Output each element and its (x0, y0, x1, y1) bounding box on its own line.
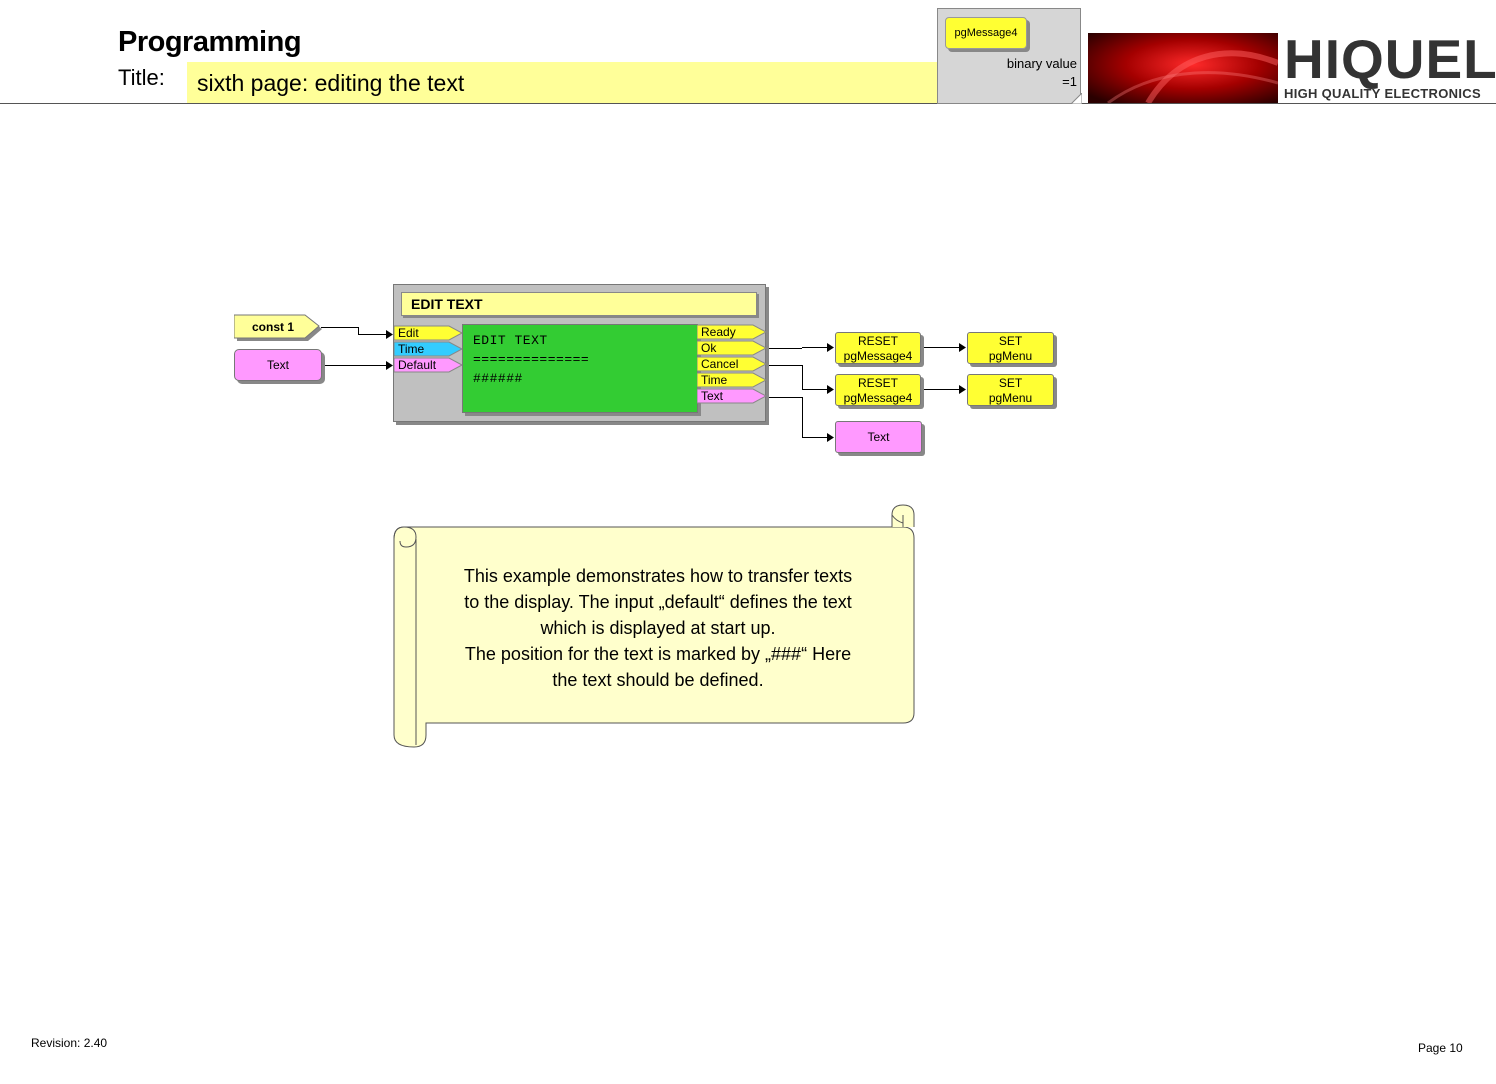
logo-wordmark: HIQUEL (1284, 28, 1496, 90)
info-note: This example demonstrates how to transfe… (425, 563, 891, 693)
reset-target: pgMessage4 (843, 391, 913, 405)
reset-target: pgMessage4 (843, 349, 913, 363)
set-target: pgMenu (988, 349, 1033, 363)
display-preview: EDIT TEXT ============== ###### (462, 324, 698, 413)
wire (325, 365, 391, 366)
page-title: Programming (118, 26, 302, 58)
page-number: Page 10 (1418, 1041, 1463, 1055)
display-line-2: ============== (473, 352, 590, 367)
wire (802, 365, 803, 390)
port-time-in[interactable]: Time (398, 342, 425, 356)
note-line: the text should be defined. (552, 670, 764, 690)
logo-image (1088, 33, 1278, 103)
port-text-out[interactable]: Text (701, 389, 724, 403)
display-line-1: EDIT TEXT (473, 333, 548, 348)
logo-tagline: HIGH QUALITY ELECTRONICS (1284, 86, 1481, 101)
port-cancel[interactable]: Cancel (701, 357, 739, 371)
port-time-out[interactable]: Time (701, 373, 728, 387)
note-line: to the display. The input „default“ defi… (464, 592, 852, 612)
wire (802, 397, 803, 438)
page-variable-value-line1: binary value (1006, 56, 1077, 71)
page-curl-icon (1071, 93, 1082, 104)
wire (768, 397, 802, 398)
revision-label: Revision: 2.40 (31, 1036, 108, 1050)
reset-label: RESET (857, 334, 898, 348)
page-variable-chip[interactable]: pgMessage4 (945, 17, 1027, 49)
text-output-block[interactable]: Text (835, 421, 922, 453)
set-target: pgMenu (988, 391, 1033, 405)
port-ready[interactable]: Ready (701, 325, 736, 339)
title-label: Title: (118, 65, 165, 90)
wire (802, 347, 832, 348)
edit-text-block-title: EDIT TEXT (401, 292, 757, 316)
page-subtitle: sixth page: editing the text (197, 70, 465, 96)
reset-pgmessage4-block-1[interactable]: RESET pgMessage4 (835, 332, 921, 364)
wire (923, 389, 963, 390)
reset-pgmessage4-block-2[interactable]: RESET pgMessage4 (835, 374, 921, 406)
wire (321, 327, 359, 328)
note-line: which is displayed at start up. (540, 618, 776, 638)
port-edit[interactable]: Edit (398, 326, 419, 340)
wire (802, 437, 832, 438)
note-line: The position for the text is marked by „… (464, 644, 852, 664)
port-ok[interactable]: Ok (701, 341, 717, 355)
header-divider (0, 103, 1496, 104)
reset-label: RESET (857, 376, 898, 390)
scroll-note-shape (393, 504, 915, 748)
note-line: This example demonstrates how to transfe… (463, 566, 853, 586)
wire (923, 347, 963, 348)
set-label: SET (998, 376, 1023, 390)
display-line-3: ###### (473, 371, 523, 386)
set-pgmenu-block-2[interactable]: SET pgMenu (967, 374, 1054, 406)
title-bar (187, 62, 937, 103)
wire (768, 365, 802, 366)
const-block-shape (234, 314, 322, 341)
page-variable-value-line2: =1 (1062, 74, 1077, 89)
const-input-block[interactable]: const 1 (251, 320, 294, 334)
text-input-block[interactable]: Text (234, 349, 322, 381)
port-default[interactable]: Default (398, 358, 437, 372)
set-pgmenu-block-1[interactable]: SET pgMenu (967, 332, 1054, 364)
page-variable-value: binary value =1 (960, 55, 1077, 91)
wire (358, 327, 359, 335)
input-ports-shape (394, 325, 464, 373)
set-label: SET (998, 334, 1023, 348)
wire (768, 348, 802, 349)
wire (358, 334, 391, 335)
wire (802, 389, 832, 390)
output-ports-shape (697, 324, 768, 404)
